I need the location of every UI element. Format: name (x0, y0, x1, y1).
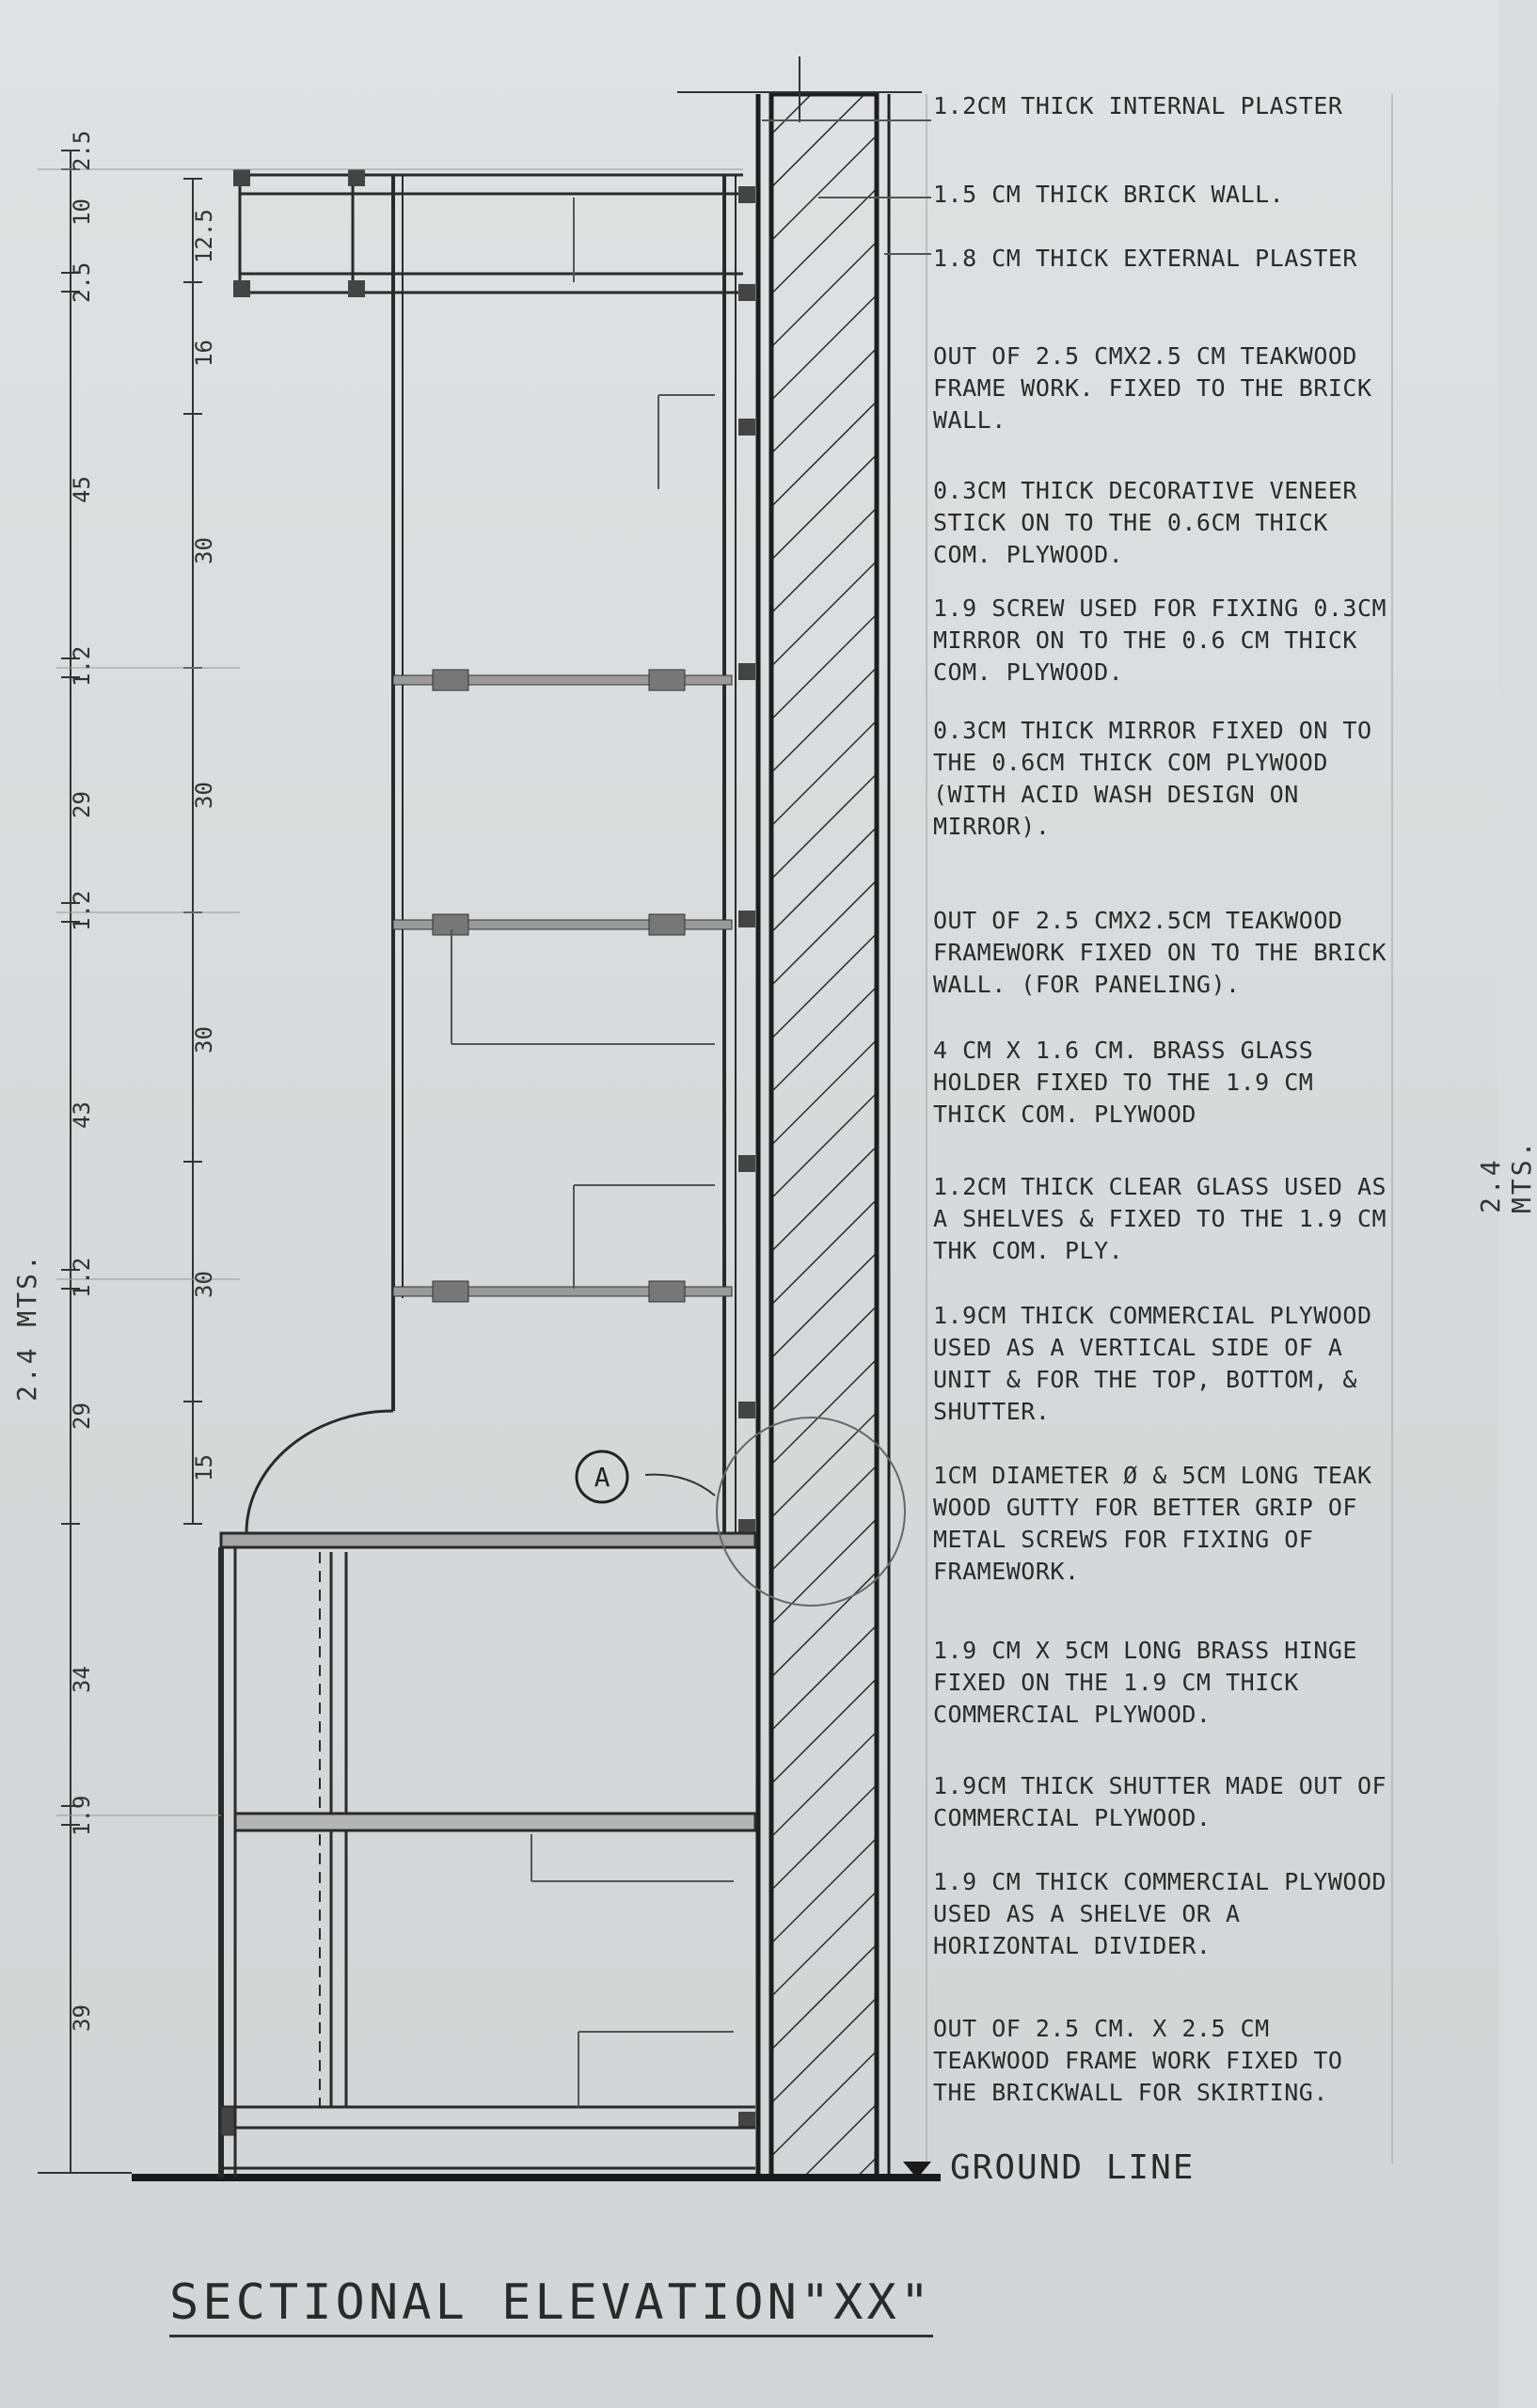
dimension-lines (38, 150, 743, 2174)
dim-outer-label: 34 (69, 1666, 95, 1693)
ground-arrow-icon (903, 2162, 931, 2178)
dim-inner-label: 15 (191, 1454, 217, 1481)
dim-outer-label: 2.5 (69, 131, 95, 171)
lower-cabinet (218, 1531, 757, 2178)
inner-dimension-labels: 12.5 16 30 30 30 30 15 (191, 209, 217, 1481)
leader-lines (451, 119, 931, 2107)
brick-wall (677, 56, 922, 2180)
note-shutter: 1.9CM THICK SHUTTER MADE OUT OF COMMERCI… (933, 1772, 1387, 1831)
outer-dimension-labels: 2.5 10 2.5 45 1.2 29 1.2 43 1.2 29 34 1.… (69, 131, 95, 2032)
dim-outer-label: 43 (69, 1101, 95, 1129)
note-mirror-screw: 1.9 SCREW USED FOR FIXING 0.3CM MIRROR O… (933, 594, 1387, 686)
note-decorative-veneer: 0.3CM THICK DECORATIVE VENEER STICK ON T… (933, 477, 1357, 568)
sectional-elevation-drawing: A (38, 56, 1393, 2181)
dim-outer-label: 1.2 (69, 646, 95, 687)
note-skirting-framework: OUT OF 2.5 CM. X 2.5 CM TEAKWOOD FRAME W… (933, 2015, 1343, 2106)
note-guidelines (926, 94, 1393, 2163)
dim-inner-label: 30 (191, 1271, 217, 1298)
dim-outer-label: 29 (69, 1402, 95, 1430)
note-glass-holder: 4 CM X 1.6 CM. BRASS GLASS HOLDER FIXED … (933, 1037, 1314, 1128)
upper-cabinet (238, 173, 743, 1534)
dim-outer-label: 2.5 (69, 262, 95, 303)
note-clear-glass-shelves: 1.2CM THICK CLEAR GLASS USED AS A SHELVE… (933, 1173, 1387, 1264)
note-brass-hinge: 1.9 CM X 5CM LONG BRASS HINGE FIXED ON T… (933, 1637, 1357, 1728)
dim-outer-label: 1.2 (69, 891, 95, 931)
dim-inner-label: 16 (191, 340, 217, 367)
drawing-title: SECTIONAL ELEVATION"XX" (169, 2274, 934, 2337)
note-teakwood-framework: OUT OF 2.5 CMX2.5 CM TEAKWOOD FRAME WORK… (933, 342, 1372, 434)
callout-a-label: A (594, 1462, 610, 1493)
framework-blocks (233, 169, 755, 2129)
note-paneling-framework: OUT OF 2.5 CMX2.5CM TEAKWOOD FRAMEWORK F… (933, 907, 1387, 998)
dim-outer-label: 1.9 (69, 1796, 95, 1836)
note-horizontal-divider: 1.9 CM THICK COMMERCIAL PLYWOOD USED AS … (933, 1868, 1387, 1959)
dim-outer-label: 1.2 (69, 1258, 95, 1298)
dim-inner-label: 12.5 (191, 209, 217, 263)
dim-outer-label: 39 (69, 2004, 95, 2032)
note-teakwood-gutty: 1CM DIAMETER Ø & 5CM LONG TEAK WOOD GUTT… (933, 1462, 1372, 1585)
callout-a: A (575, 1450, 629, 1504)
dim-inner-label: 30 (191, 782, 217, 809)
dim-inner-label: 30 (191, 537, 217, 564)
note-mirror: 0.3CM THICK MIRROR FIXED ON TO THE 0.6CM… (933, 717, 1372, 840)
ground-line-label: GROUND LINE (950, 2148, 1196, 2187)
overall-height-right: 2.4 MTS. (1475, 1138, 1537, 1213)
dim-outer-label: 10 (69, 198, 95, 226)
note-internal-plaster: 1.2CM THICK INTERNAL PLASTER (933, 92, 1343, 119)
note-external-plaster: 1.8 CM THICK EXTERNAL PLASTER (933, 245, 1357, 272)
glass-shelves (392, 669, 733, 1303)
overall-height-left: 2.4 MTS. (11, 1252, 42, 1402)
note-commercial-plywood-vertical: 1.9CM THICK COMMERCIAL PLYWOOD USED AS A… (933, 1302, 1372, 1425)
note-brick-wall: 1.5 CM THICK BRICK WALL. (933, 181, 1285, 208)
dim-outer-label: 45 (69, 476, 95, 503)
dim-inner-label: 30 (191, 1026, 217, 1054)
dim-outer-label: 29 (69, 791, 95, 818)
